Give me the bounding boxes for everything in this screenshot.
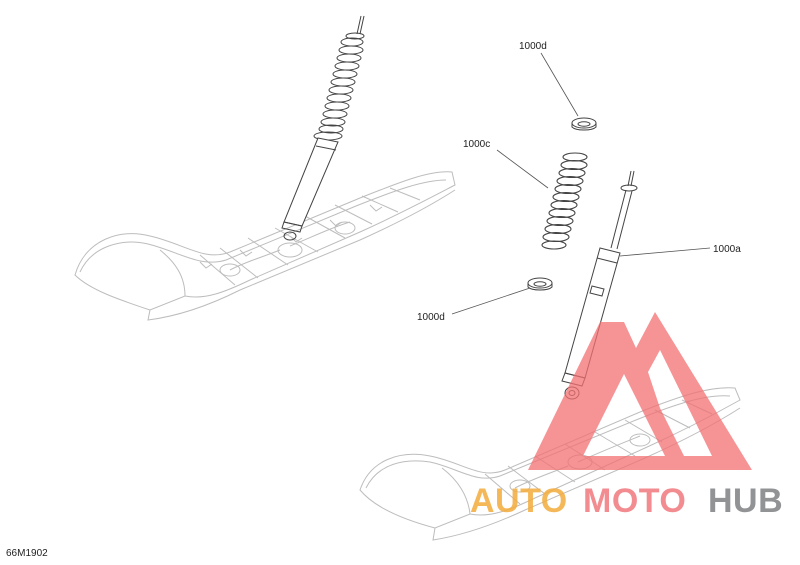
- figure-code: 66M1902: [6, 548, 48, 559]
- coil-spring: [541, 152, 588, 250]
- leader-1000d-bottom: [451, 287, 531, 315]
- automotohub-logo-icon: [528, 312, 752, 470]
- leader-1000a: [619, 247, 711, 257]
- watermark-wordmark: AUTO MOTO HUB: [470, 482, 783, 520]
- callout-1000c: 1000c: [463, 139, 490, 150]
- leader-lines: [451, 52, 711, 315]
- watermark-hub: HUB: [708, 482, 783, 520]
- spring-seat-bottom: [527, 277, 553, 291]
- coil-spring-left: [318, 37, 364, 134]
- leader-1000c: [496, 149, 549, 189]
- watermark-moto: MOTO: [583, 482, 686, 520]
- callout-1000d-bottom: 1000d: [417, 312, 445, 323]
- spring-seat-top: [571, 117, 597, 131]
- ski-left: [74, 171, 456, 321]
- callout-1000d-top: 1000d: [519, 41, 547, 52]
- shock-assembly-left: [281, 15, 365, 241]
- leader-1000d-top: [540, 52, 579, 117]
- callout-1000a: 1000a: [713, 244, 741, 255]
- watermark-auto: AUTO: [470, 482, 568, 520]
